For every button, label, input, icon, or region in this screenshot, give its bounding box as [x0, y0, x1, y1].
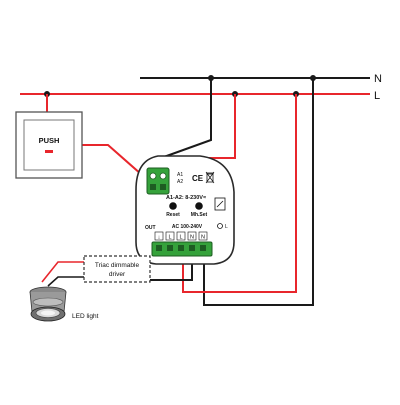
out-label: OUT	[145, 225, 156, 231]
driver-line1: Triac dimmable	[95, 262, 140, 269]
neutral-bus: N	[140, 73, 382, 85]
output-terminal-block	[151, 241, 213, 257]
input-mark-a2: A2	[177, 179, 183, 185]
terminal-label-row: ↓ L L N N	[154, 231, 208, 241]
terminal-label: L	[168, 235, 171, 241]
weee-bin-icon	[205, 171, 215, 184]
push-label: PUSH	[39, 136, 60, 145]
input-terminal-block	[146, 167, 170, 195]
lamp-wire-red	[41, 261, 84, 283]
lamp-wire-black	[47, 276, 84, 287]
switch-to-module-wire	[82, 144, 151, 183]
ac-range-label: AC 100-240V	[172, 224, 203, 230]
reset-label: Reset	[166, 212, 180, 218]
push-switch: PUSH	[15, 111, 83, 179]
live-bus: L	[20, 90, 380, 102]
lamp-label: LED light	[72, 313, 99, 320]
reset-button[interactable]	[169, 202, 177, 210]
live-wire-to-module	[196, 94, 236, 159]
input-mark-a1: A1	[177, 172, 183, 178]
live-label: L	[374, 90, 380, 102]
ce-mark: CE	[192, 174, 204, 183]
side-terminal-indicator	[214, 197, 226, 229]
neutral-label: N	[374, 73, 382, 85]
neutral-wire-to-terminal	[203, 78, 314, 306]
terminal-label: N	[190, 235, 194, 241]
driver-line2: driver	[109, 271, 126, 278]
terminal-label: ↓	[158, 235, 161, 241]
live-wire-to-terminal	[182, 94, 297, 293]
push-indicator	[45, 150, 53, 153]
mh-set-button[interactable]	[195, 202, 203, 210]
dimmer-module: A1 A2 CE A1-A2: 8-230V≈ Reset Mh.Set L A…	[135, 155, 235, 265]
led-lamp	[29, 286, 67, 322]
terminal-label: N	[201, 235, 205, 241]
rating-text: A1-A2: 8-230V≈	[166, 195, 206, 201]
mh-set-label: Mh.Set	[191, 212, 208, 218]
terminal-label: L	[179, 235, 182, 241]
triac-driver: Triac dimmable driver	[83, 255, 151, 283]
side-terminal-mark: L	[225, 224, 228, 230]
